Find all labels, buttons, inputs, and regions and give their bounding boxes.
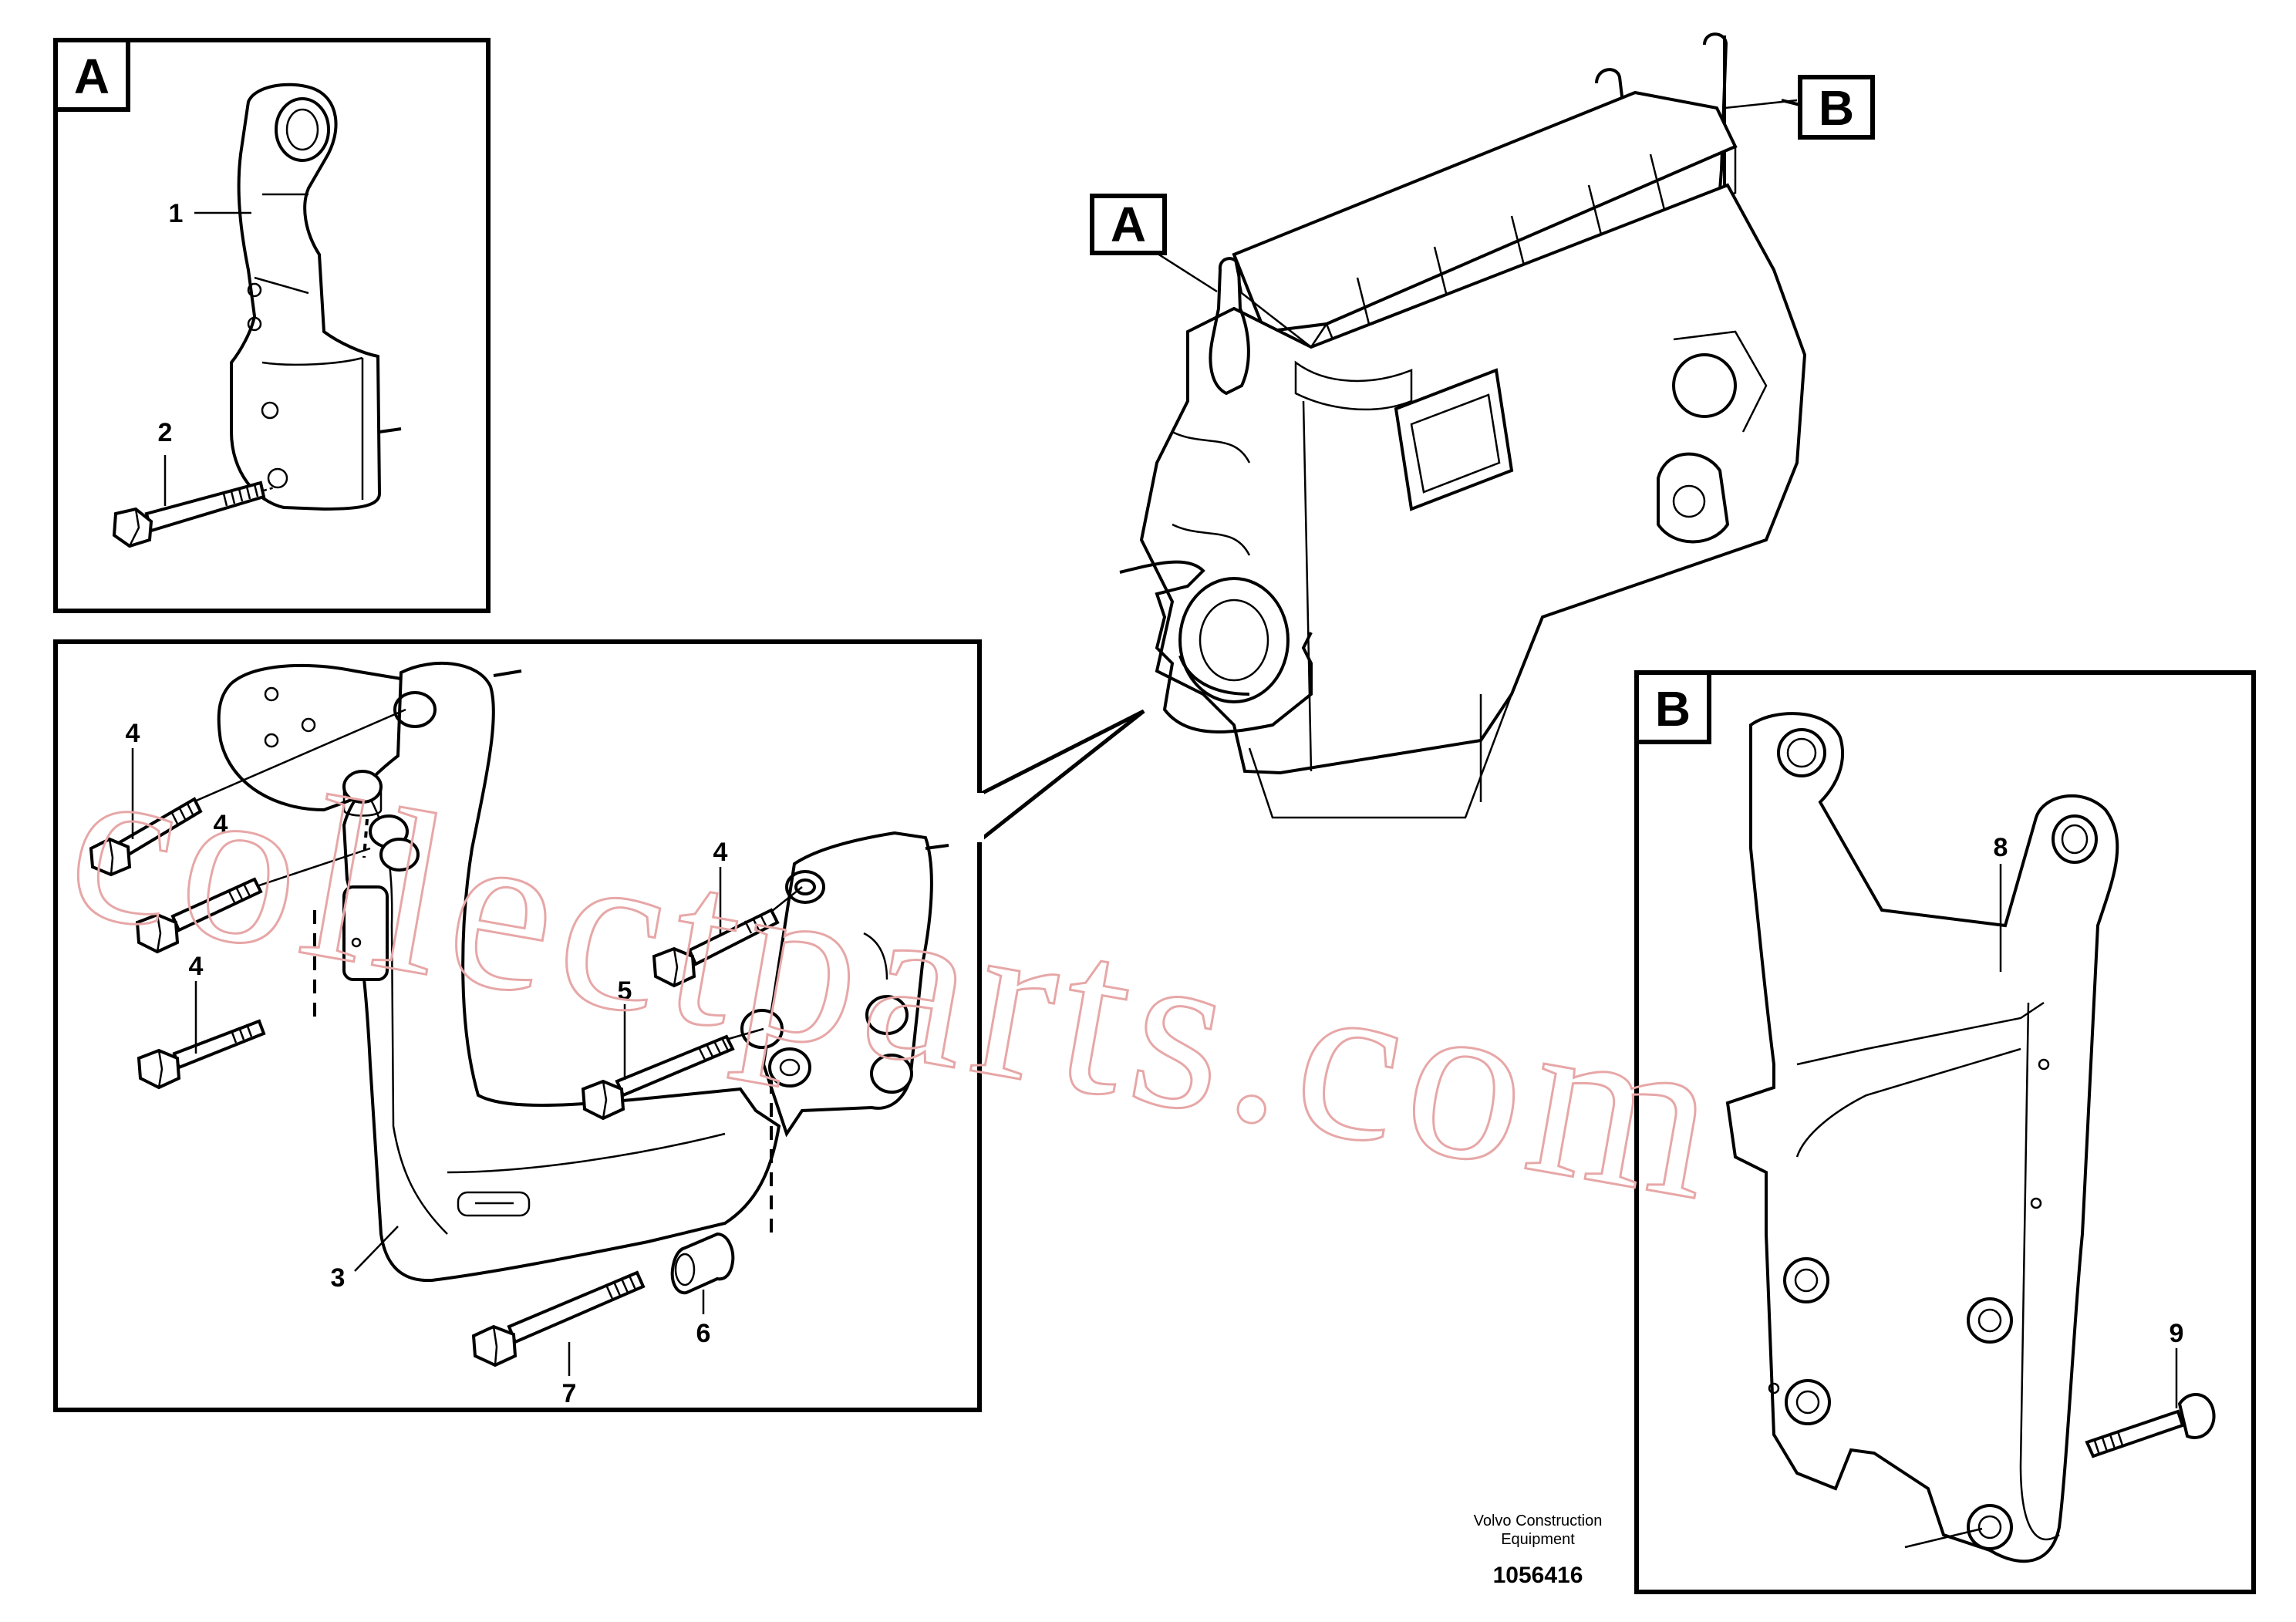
callout-5: 5 bbox=[618, 976, 632, 1006]
part-4-bolt-middle bbox=[135, 877, 263, 954]
part-9-bolt bbox=[2085, 1393, 2216, 1458]
view-a-frame bbox=[53, 38, 491, 613]
view-main-frame bbox=[53, 639, 982, 1412]
view-main: 4 4 4 4 5 3 6 7 bbox=[53, 639, 1145, 1412]
callout-8: 8 bbox=[1994, 833, 2008, 862]
part-3-bracket bbox=[342, 661, 781, 1283]
view-b: B 8 9 bbox=[1634, 670, 2256, 1594]
part-7-bolt bbox=[471, 1270, 646, 1367]
callout-4-right: 4 bbox=[713, 838, 728, 867]
view-b-letter-box bbox=[1634, 670, 1711, 744]
callout-4-upper: 4 bbox=[126, 719, 140, 748]
mount-foot bbox=[740, 831, 949, 1138]
callout-7: 7 bbox=[562, 1379, 577, 1408]
marker-a-box bbox=[1090, 194, 1167, 255]
marker-b-letter: B bbox=[1819, 80, 1854, 136]
part-4-bolt-upper bbox=[89, 797, 203, 877]
callout-4-lower: 4 bbox=[189, 952, 204, 981]
marker-b-box bbox=[1798, 75, 1875, 140]
part-4-bolt-right bbox=[652, 908, 780, 988]
callout-9: 9 bbox=[2170, 1319, 2184, 1348]
detail-pointer bbox=[978, 709, 1145, 842]
part-2-bolt bbox=[112, 481, 275, 548]
callout-6: 6 bbox=[696, 1319, 711, 1348]
part-1-bracket bbox=[230, 83, 402, 511]
view-a: A 1 2 bbox=[53, 38, 491, 613]
callout-3: 3 bbox=[331, 1263, 346, 1293]
callout-2: 2 bbox=[158, 418, 173, 447]
caption: Volvo Construction Equipment 1056416 bbox=[1474, 1512, 1603, 1588]
caption-line2: Equipment bbox=[1501, 1531, 1575, 1548]
view-b-frame bbox=[1634, 670, 2256, 1594]
part-5-bolt bbox=[581, 1034, 735, 1121]
view-a-letter: A bbox=[74, 49, 110, 104]
part-6-spacer bbox=[670, 1232, 735, 1295]
view-b-letter: B bbox=[1655, 681, 1691, 737]
caption-line1: Volvo Construction bbox=[1474, 1512, 1603, 1529]
callout-1: 1 bbox=[169, 199, 184, 228]
engine-view: A B bbox=[1090, 32, 1875, 819]
marker-a-letter: A bbox=[1111, 197, 1146, 252]
watermark-text: collectparts.com bbox=[53, 707, 1743, 1250]
callout-4-middle-partial: 4 bbox=[214, 810, 228, 839]
part-8-bracket bbox=[1725, 712, 2119, 1563]
view-a-letter-box bbox=[53, 38, 130, 112]
caption-number: 1056416 bbox=[1493, 1563, 1583, 1588]
part-4-bolt-lower bbox=[137, 1019, 266, 1090]
